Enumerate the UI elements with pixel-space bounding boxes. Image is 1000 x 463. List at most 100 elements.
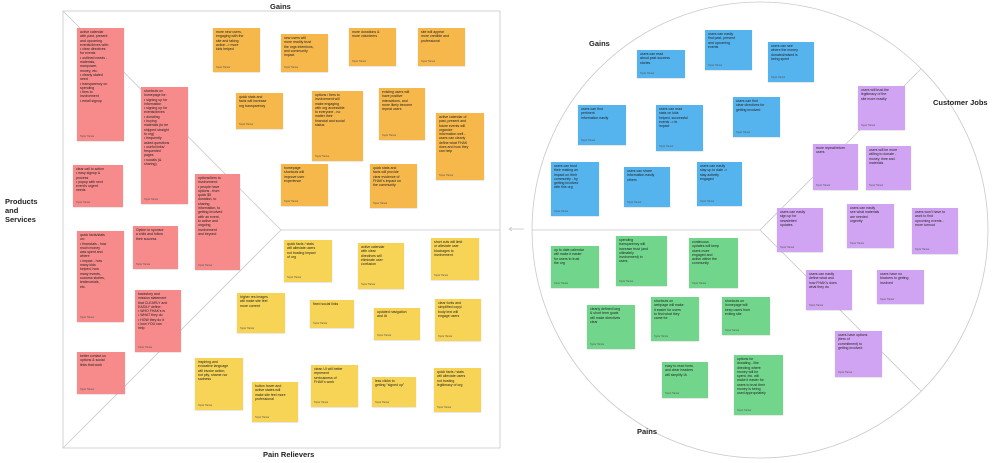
sticky-note-products[interactable]: clear call to action • easy signup & pro… [73,165,123,207]
sticky-note-author: Taylor Hamar [659,144,674,148]
sticky-note-jobs[interactable]: users can easily sign up for newsletter/… [777,208,823,252]
sticky-note-pain-relievers[interactable]: active calendar with clear directives wi… [358,243,404,289]
sticky-note-author: Taylor Hamar [382,133,397,137]
sticky-note-author: Taylor Hamar [373,201,388,205]
sticky-note-pains[interactable]: clearly defined long & short term goals … [587,305,635,349]
sticky-note-text: users have no blockers to getting involv… [880,272,909,285]
label-gains-left: Gains [270,2,291,11]
sticky-note-gains[interactable]: users can share information easily other… [624,167,670,207]
sticky-note-gains[interactable]: users can read about past success storie… [637,50,685,78]
sticky-note-jobs[interactable]: users won't have to work to find upcomin… [912,208,958,254]
sticky-note-products[interactable]: active calendar with past, present and u… [77,28,124,141]
sticky-note-jobs[interactable]: users have options (tiers of commitment)… [835,331,882,377]
sticky-note-author: Taylor Hamar [375,400,390,404]
sticky-note-author: Taylor Hamar [880,297,895,301]
sticky-note-author: Taylor Hamar [554,281,569,285]
sticky-note-text: clear fonts and simplified copy/ body te… [438,301,462,318]
sticky-note-pain-relievers[interactable]: short cuts will limit or alleviate user … [431,238,479,280]
sticky-note-author: Taylor Hamar [809,303,824,307]
sticky-note-author: Taylor Hamar [816,183,831,187]
sticky-note-gain-creators[interactable]: existing users will have positive intera… [379,88,425,140]
sticky-note-gains[interactable]: users can trust their making an impact o… [551,162,599,216]
sticky-note-gain-creators[interactable]: quick stats and facts will provide clear… [370,164,417,208]
sticky-note-pain-relievers[interactable]: quick facts / stats will alleviate users… [284,240,332,282]
sticky-note-text: active calendar with clear directives wi… [361,245,385,267]
sticky-note-pain-relievers[interactable]: button hover and active states will make… [252,382,298,422]
sticky-note-text: users can find pertinent information eas… [581,107,609,120]
sticky-note-gain-creators[interactable]: homepage shortcuts will improve user exp… [281,164,328,206]
sticky-note-text: users can find clear directives for gett… [736,99,765,112]
sticky-note-text: quick facts/stats on: • financials - how… [80,233,107,289]
sticky-note-text: shortcuts on homepage for: • signing up … [144,89,170,167]
sticky-note-gains[interactable]: users can find clear directives for gett… [733,97,780,137]
sticky-note-author: Taylor Hamar [314,400,329,404]
sticky-note-products[interactable]: better contact us options & social links… [77,352,125,394]
sticky-note-pains[interactable]: options for donating - like directing wh… [734,355,783,415]
sticky-note-gain-creators[interactable]: options / tiers to involvement will make… [312,91,363,161]
sticky-note-jobs[interactable]: users will trust the legitimacy of the s… [858,86,905,130]
sticky-note-author: Taylor Hamar [869,183,884,187]
sticky-note-pains[interactable]: easy to read fonts, and clear headers wi… [662,362,708,398]
sticky-note-gains[interactable]: users can read stats on kids helped, suc… [656,105,703,151]
sticky-note-text: short cuts will limit or alleviate user … [434,240,463,257]
sticky-note-text: inspiring and evocative language will in… [198,360,229,382]
sticky-note-author: Taylor Hamar [438,334,453,338]
sticky-note-gains[interactable]: users can easily find past, present and … [705,30,752,70]
label-pains: Pains [637,427,658,436]
sticky-note-text: continuous updates will keep users more … [692,240,719,266]
sticky-note-jobs[interactable]: users will be more willing to donate - m… [866,146,911,190]
product-square [62,10,501,449]
sticky-note-gain-creators[interactable]: more new users, engaging with the site a… [213,28,260,72]
sticky-note-text: users will trust the legitimacy of the s… [861,88,890,101]
sticky-note-author: Taylor Hamar [736,130,751,134]
sticky-note-pain-relievers[interactable]: clear fonts and simplified copy/ body te… [435,299,481,341]
sticky-note-author: Taylor Hamar [239,122,254,126]
sticky-note-text: updated navigation and IA [377,310,407,319]
sticky-note-text: users can read stats on kids helped, suc… [659,107,688,129]
sticky-note-gain-creators[interactable]: site will appear more credible and profe… [418,28,465,66]
sticky-note-pains[interactable]: shortcuts on homepage will keep users fr… [722,297,770,335]
sticky-note-author: Taylor Hamar [80,387,95,391]
sticky-note-text: users can easily find past, present and … [708,32,735,49]
sticky-note-products[interactable]: options/tiers to involvement: • people h… [195,174,240,270]
sticky-note-pains[interactable]: spending transparency will increase trus… [616,236,667,286]
sticky-note-author: Taylor Hamar [315,154,330,158]
sticky-note-text: quick facts / stats will alleviate users… [287,242,316,259]
sticky-note-products[interactable]: shortcuts on homepage for: • signing up … [141,87,188,204]
sticky-note-pains[interactable]: up to date calendar will make it easier … [551,246,599,288]
sticky-note-text: active calendar of past, present and fut… [439,115,469,154]
sticky-note-gain-creators[interactable]: new users will more readily trust the or… [281,34,328,72]
sticky-note-pains[interactable]: continuous updates will keep users more … [689,238,738,288]
sticky-note-products[interactable]: quick facts/stats on: • financials - how… [77,231,124,322]
sticky-note-pain-relievers[interactable]: higher res images will make site feel mo… [237,293,285,333]
sticky-note-gains[interactable]: users can see where the money donated/ra… [768,42,814,82]
sticky-note-author: Taylor Hamar [138,345,153,349]
sticky-note-gains[interactable]: users can easily stay up to date -> stay… [697,162,742,206]
sticky-note-pain-relievers[interactable]: quick facts / stats will alleviate users… [434,368,481,412]
sticky-note-products[interactable]: Option to sponsor a child and follow the… [133,226,178,269]
sticky-note-author: Taylor Hamar [771,75,786,79]
sticky-note-gains[interactable]: users can find pertinent information eas… [578,105,626,145]
sticky-note-author: Taylor Hamar [437,405,452,409]
sticky-note-jobs[interactable]: users can easily define what and how FHA… [806,270,852,310]
sticky-note-pain-relievers[interactable]: less clicks to getting "signed up"Taylor… [372,377,416,407]
sticky-note-gain-creators[interactable]: active calendar of past, present and fut… [436,113,484,180]
sticky-note-gain-creators[interactable]: quick stats and facts will increase org … [236,93,283,129]
sticky-note-text: active calendar with past, present and u… [80,30,109,103]
sticky-note-pain-relievers[interactable]: inspiring and evocative language will in… [195,358,243,410]
sticky-note-jobs[interactable]: users can easily see what materials are … [847,204,894,248]
sticky-note-text: options / tiers to involvement will make… [315,93,345,128]
sticky-note-author: Taylor Hamar [136,262,151,266]
sticky-note-text: existing users will have positive intera… [382,90,413,112]
sticky-note-pains[interactable]: shortcuts on webpage will make it easier… [651,297,699,341]
sticky-note-text: more donations & more volunteers [352,30,380,39]
sticky-note-text: site will appear more credible and profe… [421,30,450,43]
sticky-note-pain-relievers[interactable]: clean UI will better represent seriousne… [311,365,358,407]
sticky-note-products[interactable]: backstory and mission statement that CLE… [135,290,181,352]
sticky-note-jobs[interactable]: users have no blockers to getting involv… [877,270,924,304]
